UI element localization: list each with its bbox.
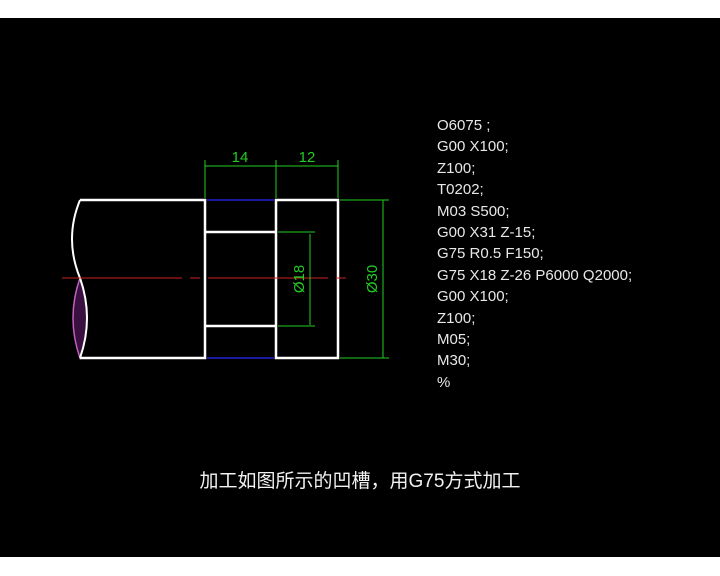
video-frame: 14 12 Ø18 Ø30 O6075 ; G00 X100; Z100; T0… bbox=[0, 18, 720, 557]
code-line: G00 X31 Z-15; bbox=[437, 224, 536, 242]
subtitle: 加工如图所示的凹槽，用G75方式加工 bbox=[199, 471, 521, 492]
nc-program: O6075 ; G00 X100; Z100; T0202; M03 S500;… bbox=[437, 115, 632, 393]
code-line: G00 X100; bbox=[437, 138, 509, 156]
break-hatch bbox=[72, 275, 88, 361]
code-line: Z100; bbox=[437, 159, 476, 177]
dim-d30: Ø30 bbox=[364, 265, 381, 293]
dim-d18: Ø18 bbox=[291, 265, 308, 293]
code-line: M05; bbox=[437, 331, 471, 349]
right-block-outline bbox=[274, 198, 340, 360]
code-line: G75 X18 Z-26 P6000 Q2000; bbox=[437, 266, 633, 284]
code-line: % bbox=[437, 373, 451, 391]
code-line: Z100; bbox=[437, 309, 476, 327]
code-line: G75 R0.5 F150; bbox=[437, 245, 544, 263]
code-line: O6075 ; bbox=[437, 117, 491, 134]
code-line: M03 S500; bbox=[437, 202, 510, 220]
dim-14: 14 bbox=[232, 149, 249, 166]
part-drawing: 14 12 Ø18 Ø30 bbox=[62, 149, 389, 361]
left-block-outline bbox=[80, 198, 207, 360]
dim-12: 12 bbox=[299, 149, 316, 166]
code-line: G00 X100; bbox=[437, 288, 509, 306]
dimension-lines bbox=[204, 160, 389, 359]
code-line: T0202; bbox=[437, 181, 484, 199]
code-line: M30; bbox=[437, 352, 471, 370]
